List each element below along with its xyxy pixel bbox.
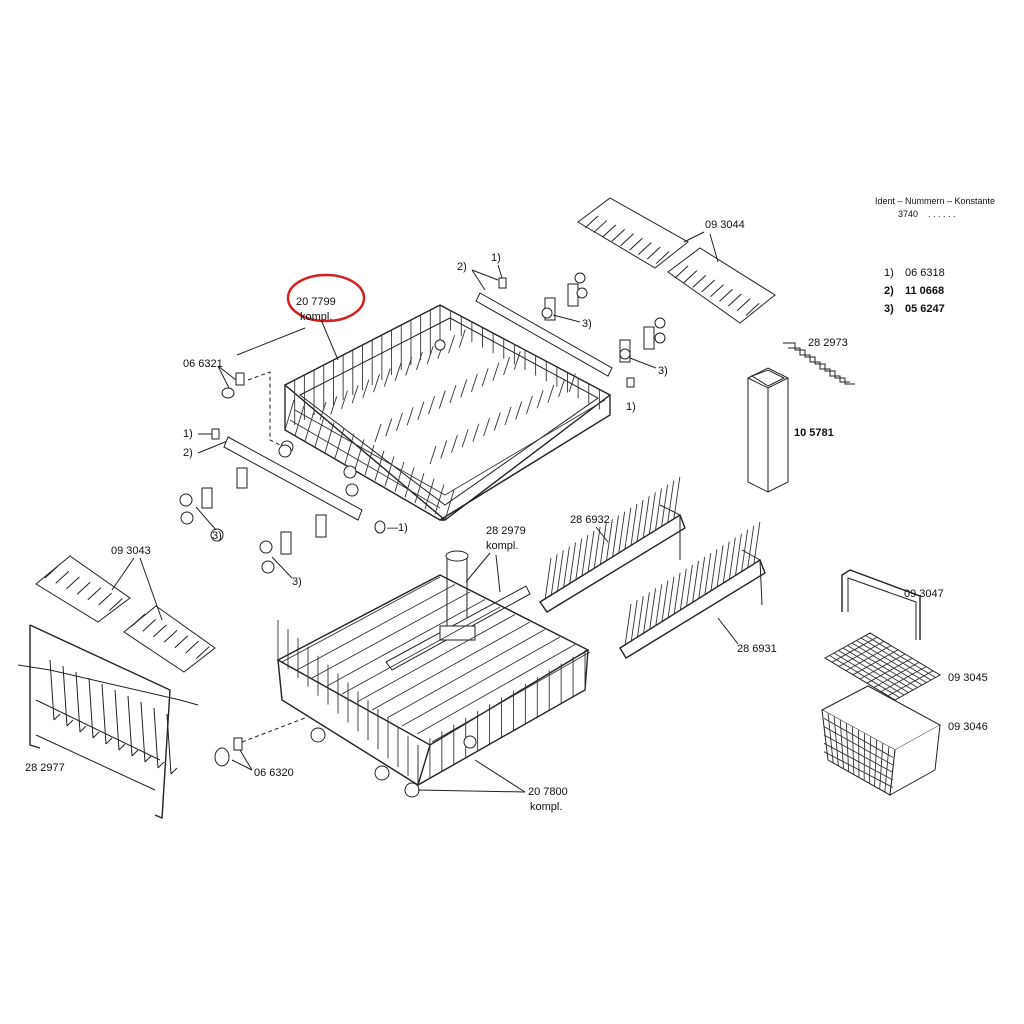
label-cup-rack-top: 09 3044 — [705, 219, 745, 231]
label-upper-basket: 20 7799 — [296, 296, 336, 308]
callout-right-3a: 3) — [582, 318, 592, 330]
upper-wheel-part — [221, 372, 245, 399]
label-cutlery-handle: 09 3047 — [904, 588, 944, 600]
right-bracket-set-b — [619, 317, 666, 363]
label-lower-basket: 20 7800 — [528, 786, 568, 798]
label-stepped-clip: 28 2973 — [808, 337, 848, 349]
legend-header: Ident – Nummern – Konstante — [875, 196, 995, 206]
left-bracket-set-b — [259, 514, 327, 574]
right-rail — [475, 292, 613, 377]
plate-rack-b — [619, 521, 766, 659]
legend-code-dots: . . . . . . — [928, 209, 956, 219]
upper-basket — [280, 304, 612, 521]
highlight-circle — [286, 273, 366, 323]
legend-key-2: 2) — [884, 285, 894, 297]
left-bracket-set-a — [179, 467, 248, 542]
legend-key-1: 1) — [884, 267, 894, 279]
legend-key-3: 3) — [884, 303, 894, 315]
callout-left-3b: 3) — [292, 576, 302, 588]
upper-basket-wires — [284, 305, 611, 521]
label-spray-arm-sub: kompl. — [486, 540, 518, 552]
callout-top-2: 2) — [457, 261, 467, 273]
stepped-clip — [783, 342, 855, 385]
label-spray-arm: 28 2979 — [486, 525, 526, 537]
upper-basket-tines — [319, 329, 576, 465]
callout-right-3b: 3) — [658, 365, 668, 377]
fold-frame — [17, 624, 199, 820]
label-upper-wheel: 06 6321 — [183, 358, 223, 370]
callout-one-dash: —1) — [387, 522, 408, 534]
lower-basket — [276, 574, 591, 798]
lower-wheel-part — [214, 737, 243, 767]
legend-value-3: 05 6247 — [905, 303, 945, 315]
left-rail — [223, 436, 363, 521]
spray-arm — [385, 550, 531, 671]
legend-value-2: 11 0668 — [905, 285, 944, 297]
right-bracket-set-a — [541, 272, 588, 321]
callout-left-1: 1) — [183, 428, 193, 440]
cutlery-basket — [820, 685, 942, 796]
label-lower-basket-sub: kompl. — [530, 801, 562, 813]
label-plate-rack-b: 28 6931 — [737, 643, 777, 655]
label-lower-wheel: 06 6320 — [254, 767, 294, 779]
cutlery-lid — [824, 632, 941, 701]
callout-top-1: 1) — [491, 252, 501, 264]
label-frame: 28 2977 — [25, 762, 65, 774]
label-cup-rack-left: 09 3043 — [111, 545, 151, 557]
cutlery-handle — [841, 569, 921, 640]
label-cutlery-lid: 09 3045 — [948, 672, 988, 684]
tube-insert — [747, 367, 789, 493]
label-tube-insert: 10 5781 — [794, 427, 834, 439]
legend-code: 3740 — [898, 209, 918, 219]
label-upper-basket-sub: kompl. — [300, 311, 332, 323]
callout-left-2: 2) — [183, 447, 193, 459]
label-cutlery-basket: 09 3046 — [948, 721, 988, 733]
cup-rack-top — [577, 197, 776, 324]
callout-right-1: 1) — [626, 401, 636, 413]
callout-left-3a: 3) — [212, 530, 222, 542]
label-plate-rack-a: 28 6932 — [570, 514, 610, 526]
legend-value-1: 06 6318 — [905, 267, 945, 279]
cup-rack-left — [35, 555, 216, 673]
plate-rack-a — [539, 476, 686, 613]
legend: Ident – Nummern – Konstante 3740 . . . .… — [875, 196, 995, 315]
